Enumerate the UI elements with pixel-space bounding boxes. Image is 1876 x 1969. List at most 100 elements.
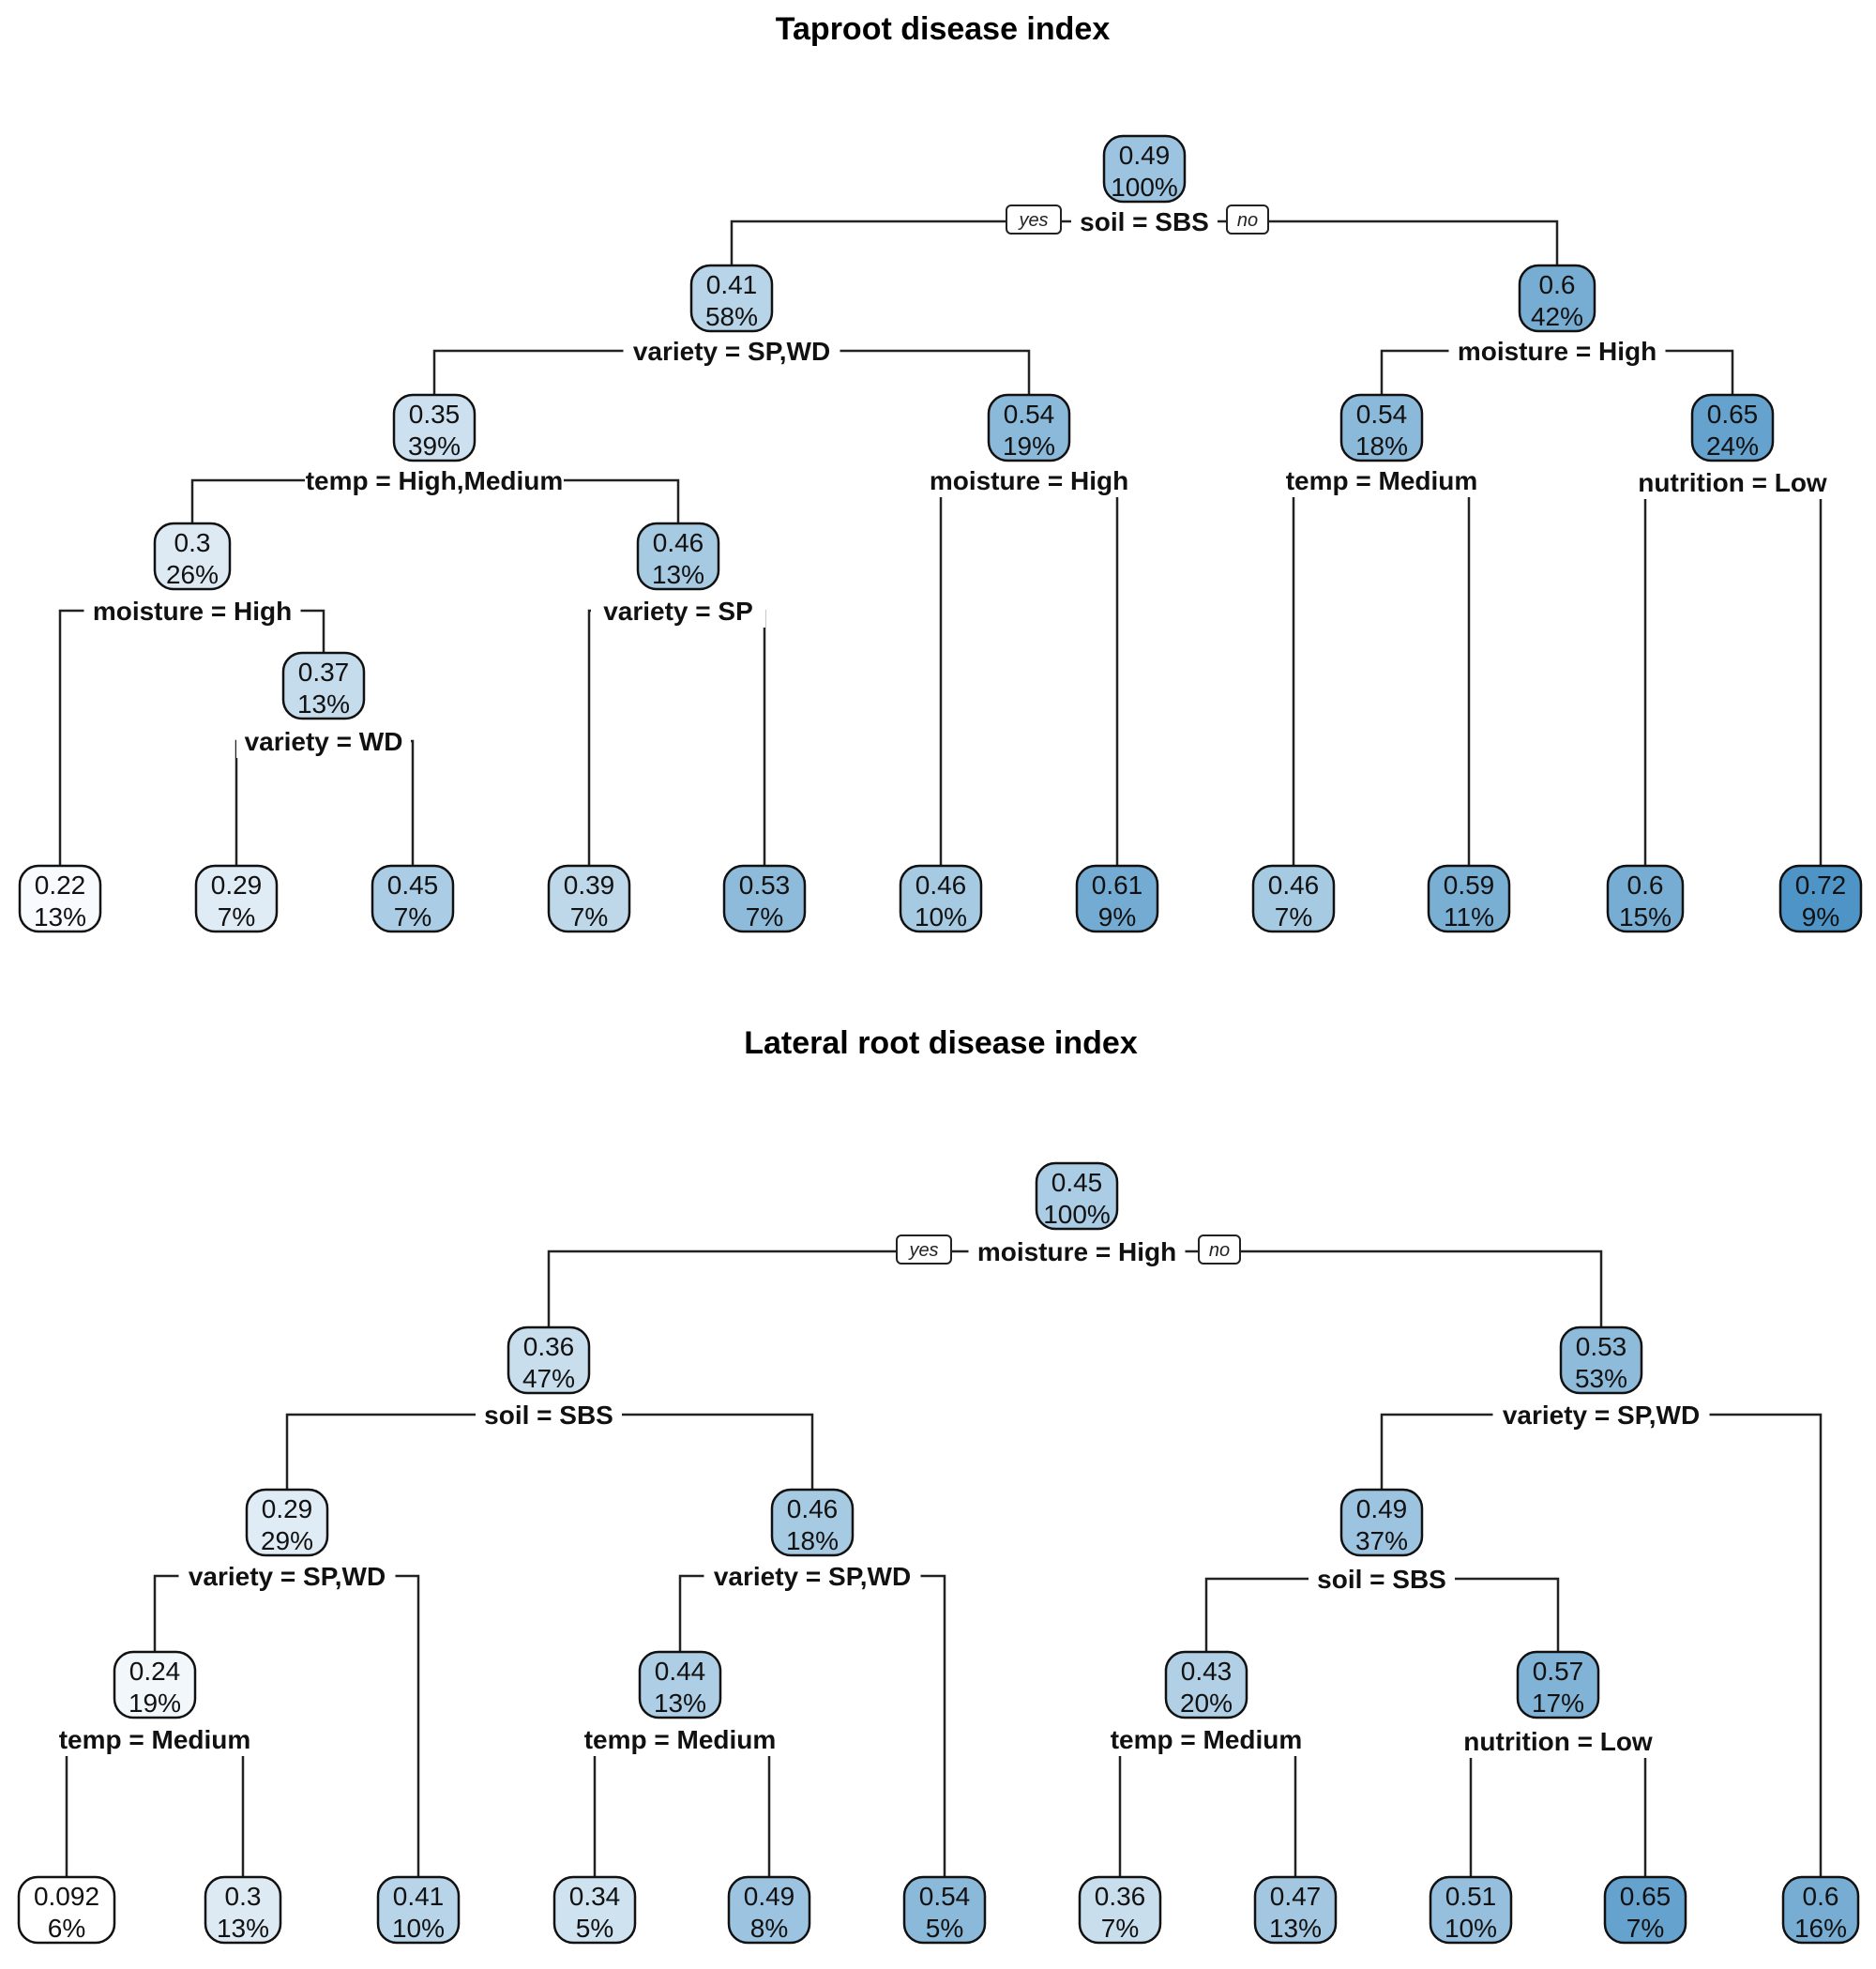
tree-node: 0.54 18% <box>1339 393 1424 462</box>
node-percent: 13% <box>297 689 350 719</box>
leaf-node: 0.397% <box>547 864 631 933</box>
split-label: variety = SP,WD <box>189 1562 386 1591</box>
split-label-bg <box>476 1398 622 1431</box>
leaf-node: 0.545% <box>902 1875 987 1945</box>
node-percent: 13% <box>34 902 86 931</box>
split-label-bg <box>1624 465 1841 499</box>
node-box <box>902 1875 987 1945</box>
split-label-bg <box>1309 1562 1455 1596</box>
tree-node: 0.49 37% <box>1339 1488 1424 1557</box>
node-box <box>153 522 232 591</box>
node-value: 0.45 <box>1051 1168 1103 1197</box>
node-value: 0.41 <box>706 270 758 299</box>
tree-title: Lateral root disease index <box>744 1025 1138 1061</box>
node-value: 0.53 <box>739 871 791 900</box>
node-box <box>1606 864 1685 933</box>
split-label-bg <box>60 1722 250 1756</box>
node-box <box>376 1875 461 1945</box>
split-label-bg <box>1071 204 1218 238</box>
branch-connector <box>1380 1413 1823 1877</box>
split-label: variety = SP <box>603 597 753 626</box>
split-label: nutrition = Low <box>1638 468 1827 497</box>
node-percent: 8% <box>750 1914 788 1943</box>
split-label: temp = Medium <box>59 1725 251 1754</box>
node-value: 0.29 <box>211 871 263 900</box>
node-box <box>547 864 631 933</box>
node-value: 0.54 <box>1356 400 1408 429</box>
node-value: 0.45 <box>387 871 439 900</box>
node-value: 0.6 <box>1803 1882 1839 1911</box>
split-label: moisture = High <box>1458 337 1657 366</box>
node-percent: 7% <box>1275 902 1312 931</box>
node-value: 0.54 <box>1004 400 1055 429</box>
node-percent: 11% <box>1444 902 1494 931</box>
branch-connector <box>65 1737 245 1877</box>
node-value: 0.39 <box>564 871 615 900</box>
node-value: 0.49 <box>744 1882 795 1911</box>
split-label-bg <box>1287 463 1476 497</box>
node-percent: 39% <box>408 432 461 461</box>
node-box <box>552 1875 637 1945</box>
node-percent: 17% <box>1532 1689 1584 1718</box>
tree-node: 0.53 53% <box>1559 1325 1643 1395</box>
yes-label: yes <box>907 1240 938 1261</box>
split-label-bg <box>585 1722 775 1756</box>
split-label: temp = Medium <box>584 1725 777 1754</box>
node-percent: 7% <box>1626 1914 1664 1943</box>
node-value: 0.35 <box>409 400 461 429</box>
split-label: variety = SP,WD <box>714 1562 911 1591</box>
node-percent: 19% <box>129 1689 181 1718</box>
node-value: 0.72 <box>1795 871 1847 900</box>
node-percent: 5% <box>926 1914 963 1943</box>
node-value: 0.53 <box>1576 1332 1627 1361</box>
split-label-bg <box>623 334 840 368</box>
node-box <box>371 864 455 933</box>
node-value: 0.61 <box>1092 871 1143 900</box>
node-box <box>1251 864 1336 933</box>
node-box <box>1164 1650 1248 1719</box>
node-box <box>899 864 983 933</box>
split-label: variety = SP,WD <box>1503 1401 1700 1430</box>
branch-connector <box>587 609 766 866</box>
leaf-node: 0.467% <box>1251 864 1336 933</box>
node-value: 0.46 <box>1268 871 1320 900</box>
node-percent: 29% <box>261 1526 313 1555</box>
node-box <box>1429 1875 1513 1945</box>
leaf-node: 0.49 8% <box>727 1875 811 1945</box>
split-label: nutrition = Low <box>1463 1727 1653 1756</box>
node-percent: 18% <box>1355 432 1408 461</box>
node-percent: 19% <box>1003 432 1055 461</box>
split-label-bg <box>1112 1722 1301 1756</box>
node-box <box>722 864 807 933</box>
node-box <box>17 1875 116 1945</box>
leaf-node: 0.313% <box>204 1875 282 1945</box>
node-percent: 100% <box>1043 1200 1111 1229</box>
node-value: 0.36 <box>523 1332 575 1361</box>
leaf-node: 0.345% <box>552 1875 637 1945</box>
node-percent: 13% <box>1269 1914 1322 1943</box>
node-percent: 6% <box>48 1914 85 1943</box>
node-box <box>281 651 366 720</box>
split-label: moisture = High <box>93 597 292 626</box>
node-percent: 37% <box>1355 1526 1408 1555</box>
node-value: 0.49 <box>1356 1494 1408 1523</box>
node-percent: 7% <box>570 902 608 931</box>
split-label-bg <box>178 1559 396 1593</box>
node-percent: 53% <box>1575 1364 1627 1393</box>
no-box <box>1226 204 1269 235</box>
node-box <box>1035 1161 1119 1231</box>
leaf-node: 0.615% <box>1606 864 1685 933</box>
node-box <box>1690 393 1775 462</box>
node-percent: 16% <box>1794 1914 1847 1943</box>
node-value: 0.46 <box>653 528 704 557</box>
node-percent: 13% <box>654 1689 706 1718</box>
